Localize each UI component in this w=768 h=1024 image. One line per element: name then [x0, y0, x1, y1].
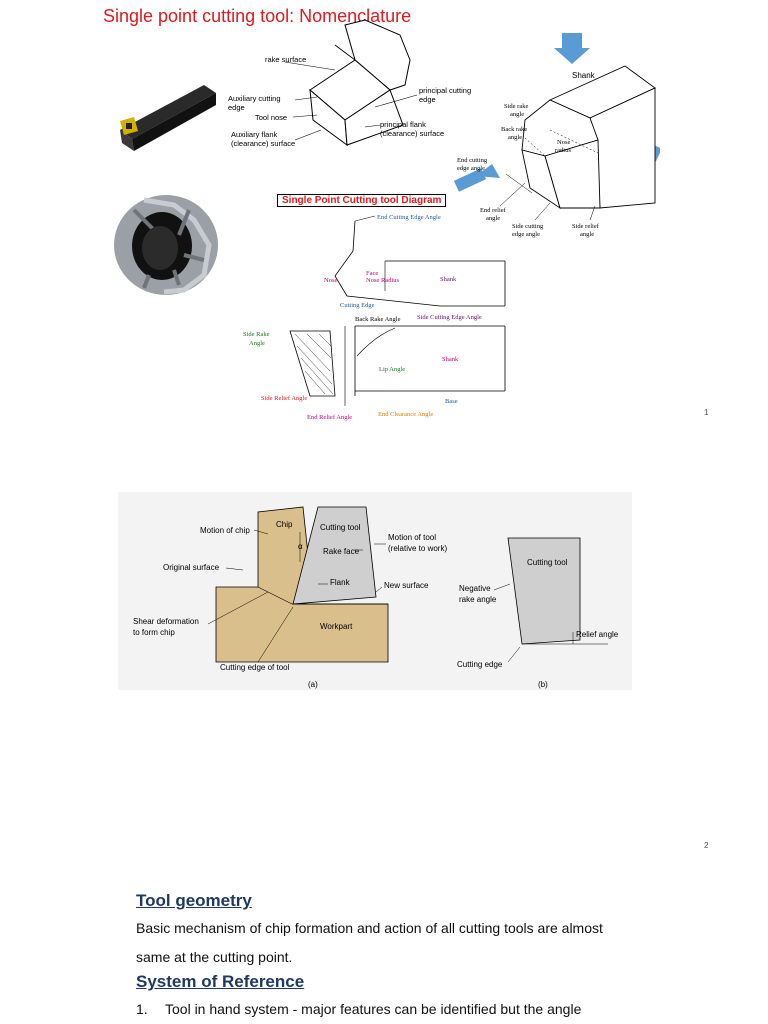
svg-text:Side Cutting Edge Angle: Side Cutting Edge Angle [417, 314, 482, 321]
svg-text:to form chip: to form chip [133, 628, 175, 637]
svg-text:Cutting Edge: Cutting Edge [340, 302, 375, 309]
tool-angles-diagram: End Cutting Edge Angle Face Nose Radius … [243, 214, 506, 421]
svg-text:Cutting edge: Cutting edge [457, 660, 503, 669]
svg-text:Cutting tool: Cutting tool [320, 523, 361, 532]
page-title: Single point cutting tool: Nomenclature [103, 6, 412, 26]
svg-text:angle: angle [508, 134, 522, 141]
svg-text:Motion of tool: Motion of tool [388, 533, 436, 542]
heading-system-of-reference: System of Reference [136, 972, 305, 991]
svg-text:(relative to work): (relative to work) [388, 544, 447, 553]
svg-text:edge: edge [228, 103, 245, 112]
svg-text:angle: angle [580, 231, 594, 238]
svg-text:Relief angle: Relief angle [576, 630, 619, 639]
svg-text:edge: edge [419, 95, 436, 104]
svg-text:Face: Face [366, 270, 378, 277]
svg-text:(clearance) surface: (clearance) surface [231, 139, 295, 148]
svg-text:Nose: Nose [324, 277, 337, 284]
svg-text:Shank: Shank [440, 276, 457, 283]
paragraph-line-1: Basic mechanism of chip formation and ac… [136, 920, 603, 936]
svg-text:Angle: Angle [249, 340, 265, 347]
svg-text:Back Rake Angle: Back Rake Angle [355, 316, 401, 323]
svg-text:Side rake: Side rake [504, 103, 528, 110]
svg-text:Tool nose: Tool nose [255, 113, 287, 122]
milling-cutter-image [114, 195, 218, 295]
svg-text:Nose Radius: Nose Radius [366, 277, 400, 284]
svg-text:Workpart: Workpart [320, 622, 353, 631]
svg-text:(b): (b) [538, 680, 548, 689]
svg-text:Cutting edge of tool: Cutting edge of tool [220, 663, 290, 672]
svg-text:principal flank: principal flank [380, 120, 426, 129]
svg-text:(clearance) surface: (clearance) surface [380, 129, 444, 138]
list-item-1: Tool in hand system - major features can… [165, 1001, 582, 1017]
svg-text:(a): (a) [308, 680, 318, 689]
svg-text:Chip: Chip [276, 520, 293, 529]
label-shank: Shank [572, 71, 596, 80]
svg-text:angle: angle [510, 111, 524, 118]
page-number-2: 2 [704, 841, 709, 850]
svg-text:α: α [298, 542, 303, 551]
svg-text:Lip Angle: Lip Angle [379, 366, 405, 373]
svg-text:End Relief Angle: End Relief Angle [307, 414, 352, 421]
svg-text:edge angle: edge angle [512, 231, 540, 238]
svg-text:Nose: Nose [557, 139, 570, 146]
list-item-number: 1. [136, 1001, 148, 1017]
svg-text:Side relief: Side relief [572, 223, 600, 230]
nomenclature-diagram: rake surface Auxiliary cutting edge Tool… [228, 19, 471, 148]
svg-text:edge angle: edge angle [457, 165, 485, 172]
svg-text:End cutting: End cutting [457, 157, 488, 164]
svg-text:Cutting tool: Cutting tool [527, 558, 568, 567]
svg-text:New surface: New surface [384, 581, 429, 590]
svg-text:Original surface: Original surface [163, 563, 220, 572]
svg-text:rake angle: rake angle [459, 595, 497, 604]
svg-text:Auxiliary cutting: Auxiliary cutting [228, 94, 281, 103]
tool-holder-image [120, 85, 216, 151]
svg-text:principal cutting: principal cutting [419, 86, 471, 95]
arrow-down-icon [554, 33, 590, 64]
svg-text:Shank: Shank [442, 356, 459, 363]
svg-text:End Clearance Angle: End Clearance Angle [378, 411, 433, 418]
svg-text:End relief: End relief [480, 207, 507, 214]
svg-text:Side Rake: Side Rake [243, 331, 270, 338]
page-number-1: 1 [704, 408, 709, 417]
svg-text:Base: Base [445, 398, 458, 405]
svg-text:Side Relief Angle: Side Relief Angle [261, 395, 307, 402]
svg-text:Flank: Flank [330, 578, 351, 587]
heading-tool-geometry: Tool geometry [136, 891, 252, 910]
svg-text:radius: radius [555, 147, 571, 154]
paragraph-line-2: same at the cutting point. [136, 949, 293, 965]
chip-formation-svg: Motion of chip Chip Cutting tool α Rake … [133, 506, 619, 689]
svg-text:angle: angle [486, 215, 500, 222]
svg-text:Back rake: Back rake [501, 126, 527, 133]
shank-angles-diagram: Shank Side rake angle Back rake angle No… [453, 33, 660, 238]
svg-text:Motion of chip: Motion of chip [200, 526, 250, 535]
diagram-heading: Single Point Cutting tool Diagram [277, 194, 447, 207]
svg-text:Auxiliary flank: Auxiliary flank [231, 130, 278, 139]
svg-text:Side cutting: Side cutting [512, 223, 544, 230]
svg-text:Shear deformation: Shear deformation [133, 617, 199, 626]
label-rake-surface: rake surface [265, 55, 306, 64]
svg-text:Negative: Negative [459, 584, 491, 593]
svg-text:Rake face: Rake face [323, 547, 360, 556]
svg-text:End Cutting Edge Angle: End Cutting Edge Angle [377, 214, 441, 221]
